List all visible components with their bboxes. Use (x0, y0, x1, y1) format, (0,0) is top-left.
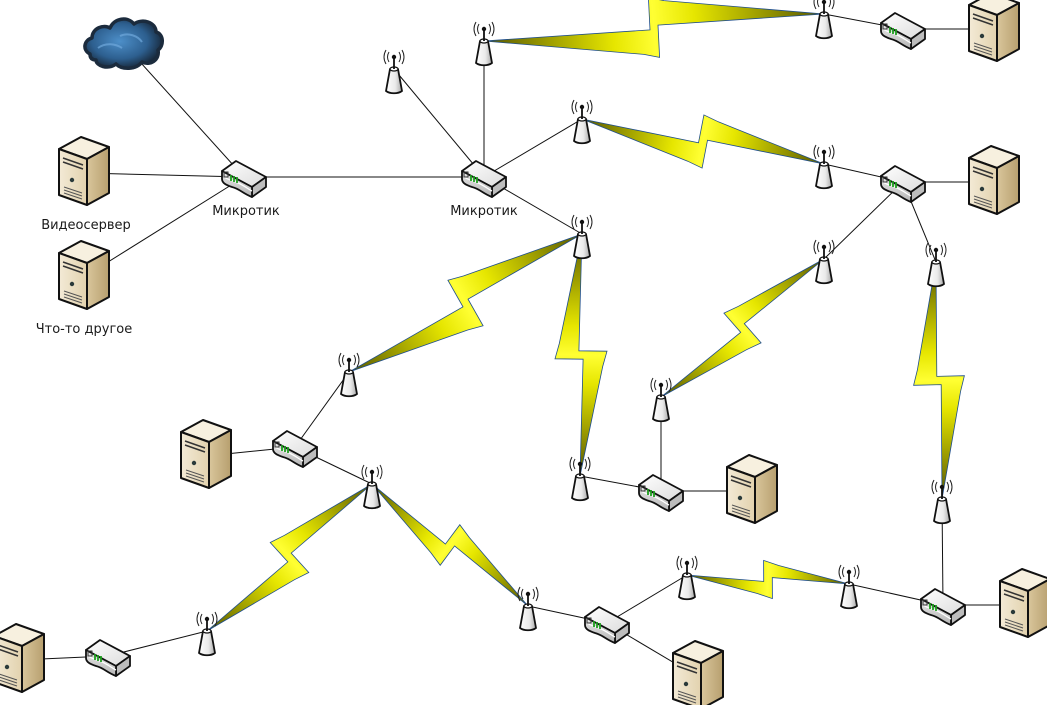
radio-link-ap_p-ap_q (686, 559, 850, 600)
device-label-srv_video: Видеосервер (41, 218, 131, 233)
server-icon[interactable] (726, 454, 778, 524)
antenna-icon[interactable] (361, 464, 383, 510)
router-icon[interactable] (920, 588, 966, 626)
radio-link-ap_c-ap_g (581, 114, 825, 169)
antenna-icon[interactable] (813, 0, 835, 40)
radio-link-ap_m-ap_o (371, 483, 529, 607)
router-icon[interactable] (85, 639, 131, 677)
wire-link-ap_n-r_m (107, 630, 208, 657)
router-icon[interactable] (638, 474, 684, 512)
antenna-icon[interactable] (569, 456, 591, 502)
server-icon[interactable] (180, 419, 232, 489)
radio-link-ap_m-ap_n (206, 483, 373, 632)
antenna-icon[interactable] (813, 239, 835, 285)
radio-link-ap_i-ap_l (913, 261, 965, 500)
server-icon[interactable] (999, 568, 1047, 638)
device-label-mt1: Микротик (212, 204, 280, 219)
antenna-icon[interactable] (473, 21, 495, 67)
wire-link-srv_other-mt1 (83, 176, 245, 278)
radio-link-ap_d-ap_e (348, 233, 583, 373)
radio-links (206, 0, 965, 632)
router-icon[interactable] (221, 160, 267, 198)
wire-link-cloud-mt1 (121, 41, 245, 178)
radio-link-ap_h-ap_k (660, 258, 825, 398)
antenna-icon[interactable] (813, 144, 835, 190)
antenna-icon[interactable] (650, 377, 672, 423)
antenna-icon[interactable] (383, 49, 405, 95)
server-icon[interactable] (58, 136, 110, 206)
router-icon[interactable] (584, 606, 630, 644)
wire-link-mt2-ap_c (483, 118, 583, 178)
router-icon[interactable] (880, 12, 926, 50)
antenna-icon[interactable] (196, 611, 218, 657)
antenna-icon[interactable] (838, 564, 860, 610)
router-icon[interactable] (461, 160, 507, 198)
server-icon[interactable] (0, 623, 45, 693)
wire-link-mt2-ap_a (393, 68, 485, 178)
antenna-icon[interactable] (925, 242, 947, 288)
device-label-srv_other: Что-то другое (36, 322, 133, 337)
antenna-icon[interactable] (517, 586, 539, 632)
antenna-icon[interactable] (338, 352, 360, 398)
radio-link-ap_d-ap_j (554, 233, 608, 477)
router-icon[interactable] (880, 165, 926, 203)
device-label-mt2: Микротик (450, 204, 518, 219)
radio-link-ap_b-ap_f (483, 0, 825, 58)
server-icon[interactable] (58, 240, 110, 310)
wire-link-r_o-ap_p (606, 574, 688, 624)
wire-link-ap_e-r_l (294, 371, 350, 448)
antenna-icon[interactable] (571, 214, 593, 260)
router-icon[interactable] (272, 430, 318, 468)
wire-link-r_g-ap_h (823, 181, 904, 260)
server-icon[interactable] (968, 0, 1020, 62)
antenna-icon[interactable] (676, 555, 698, 601)
server-icon[interactable] (968, 145, 1020, 215)
cloud-icon[interactable] (83, 17, 164, 70)
antenna-icon[interactable] (931, 479, 953, 525)
wired-links (18, 13, 1025, 678)
antenna-icon[interactable] (571, 99, 593, 145)
wire-link-srv_video-mt1 (83, 172, 245, 178)
server-icon[interactable] (672, 640, 724, 705)
